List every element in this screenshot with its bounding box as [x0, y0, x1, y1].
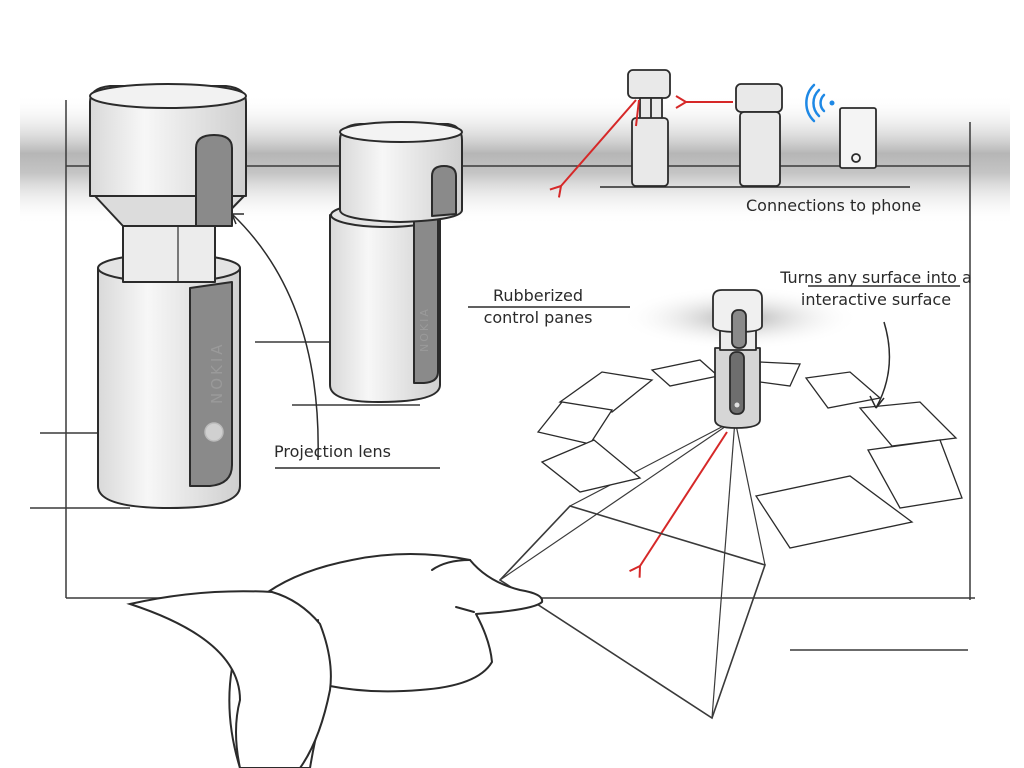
label-rubberized-line2: control panes [483, 308, 593, 327]
label-surface-line1: Turns any surface into a [780, 268, 972, 287]
leader-lines [231, 213, 960, 469]
projector-device-closed: NOKIA [329, 121, 463, 403]
label-rubberized-line1: Rubberized [492, 286, 584, 305]
label-surface-line2: interactive surface [800, 290, 952, 309]
leader-surface [875, 321, 891, 409]
leader-projection [231, 213, 319, 461]
projector-device-large: NOKIA [89, 83, 247, 509]
sleeve-sketch [126, 590, 332, 768]
mini-device-left [627, 69, 671, 187]
nokia-logo-large: NOKIA [208, 341, 226, 404]
frame-lines [30, 100, 975, 651]
arrow-projection-top [549, 99, 637, 198]
projection-beam [498, 419, 767, 720]
wifi-icon [805, 83, 835, 123]
red-arrows [549, 95, 733, 578]
label-connections: Connections to phone [746, 196, 922, 215]
projector-device-projecting [712, 289, 763, 429]
arrow-tick [635, 99, 640, 127]
arrow-projection-floor [629, 431, 728, 578]
interactive-panels-ring [536, 359, 963, 549]
mini-device-right [735, 83, 783, 187]
nokia-logo-small: NOKIA [418, 307, 431, 352]
label-projection-lens: Projection lens [274, 442, 391, 461]
phone-icon [839, 107, 877, 169]
